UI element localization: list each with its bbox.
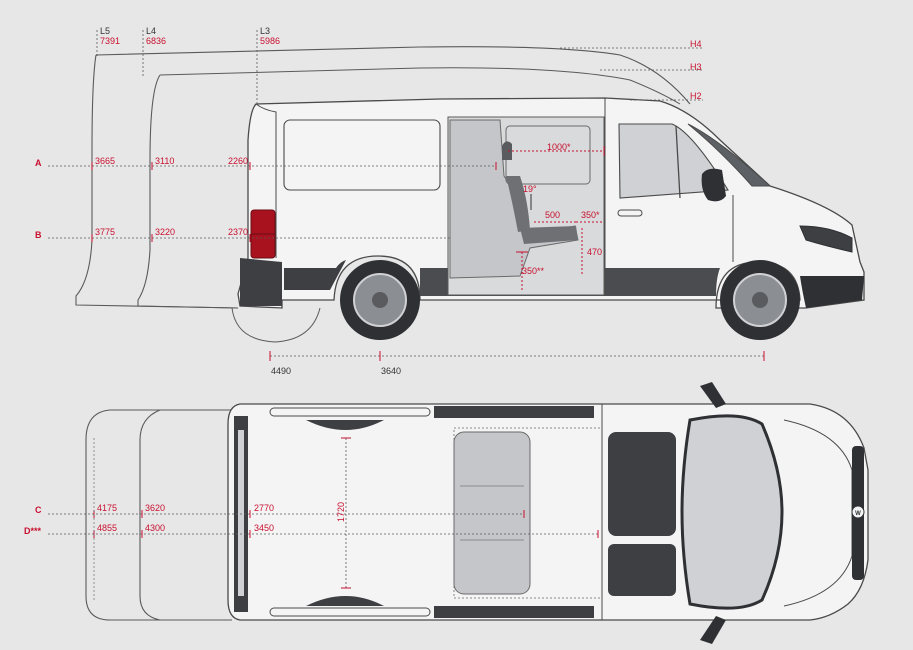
h2-label: H2 xyxy=(690,91,702,101)
side-mirror-icon xyxy=(701,168,726,202)
row-c-value-2: 3620 xyxy=(145,503,166,513)
h3-label: H3 xyxy=(690,62,702,72)
row-a-value-1: 3665 xyxy=(95,156,116,166)
seat-headrest xyxy=(502,141,512,160)
row-d-label: D*** xyxy=(24,526,42,536)
angle-label: 19° xyxy=(523,184,537,194)
wheelbase-value-1: 4490 xyxy=(271,366,292,376)
door-handle xyxy=(617,209,643,217)
windshield-top xyxy=(680,414,784,610)
row-d-value-2: 4300 xyxy=(145,523,166,533)
top-wheel-arch-lower xyxy=(306,596,384,606)
top-rear-glass xyxy=(238,430,244,596)
top-mirror-lower xyxy=(700,616,726,644)
wheel-icon xyxy=(340,260,420,340)
roof-line-h3 xyxy=(159,67,681,105)
row-d-value-3: 3450 xyxy=(254,523,275,533)
row-c-label: C xyxy=(35,505,42,515)
row-a-value-2: 3110 xyxy=(155,156,175,166)
rear-bumper xyxy=(240,258,282,306)
front-wheel-icon xyxy=(720,260,800,340)
l4-value: 6836 xyxy=(146,36,167,46)
l3-value: 5986 xyxy=(260,36,281,46)
top-mirror-upper xyxy=(700,382,726,408)
front-bumper xyxy=(800,276,864,308)
front-window-divider xyxy=(675,125,681,199)
windshield-side xyxy=(687,123,772,187)
width-label: 1720 xyxy=(336,501,347,523)
row-c-value-1: 4175 xyxy=(97,503,118,513)
row-d-value-1: 4855 xyxy=(97,523,118,533)
l4-body-outline xyxy=(137,74,239,309)
row-b-value-3: 2370 xyxy=(228,227,249,237)
wheelbase-value-2: 3640 xyxy=(381,366,402,376)
row-c-value-3: 2770 xyxy=(254,503,275,513)
seat-backrest xyxy=(506,176,530,232)
top-l5-outline xyxy=(85,409,232,621)
top-bench-divider xyxy=(460,485,524,541)
rear-wheel-arch-ext xyxy=(231,307,321,343)
h4-label: H4 xyxy=(690,39,702,49)
l5-body-outline xyxy=(75,54,239,309)
top-rail-lower xyxy=(269,607,431,617)
l4-code: L4 xyxy=(146,26,157,36)
headlight-icon xyxy=(799,225,853,253)
seat-cushion xyxy=(520,226,578,244)
svg-text:W: W xyxy=(855,511,861,517)
seat-width-label: 1000* xyxy=(547,142,571,152)
top-l4-outline xyxy=(139,409,232,621)
seat-gap-label: 350* xyxy=(581,210,600,220)
l5-value: 7391 xyxy=(100,36,121,46)
rear-side-window xyxy=(283,119,441,191)
seat-depth-label: 500 xyxy=(545,210,561,220)
front-door-window xyxy=(618,123,729,199)
row-b-value-2: 3220 xyxy=(155,227,176,237)
top-sill-lower xyxy=(434,606,594,618)
row-b-label: B xyxy=(35,230,42,240)
top-wheel-arch-upper xyxy=(306,420,384,430)
rear-door-outline xyxy=(255,103,277,258)
front-seat-driver xyxy=(608,432,676,536)
floor-label: 350** xyxy=(522,266,545,276)
top-sill-upper xyxy=(434,406,594,418)
row-a-label: A xyxy=(35,158,42,168)
vw-logo-icon: W xyxy=(851,505,865,519)
row-b-value-1: 3775 xyxy=(95,227,116,237)
top-rail-upper xyxy=(269,407,431,417)
l5-code: L5 xyxy=(100,26,111,36)
top-bench-seat xyxy=(453,431,531,595)
row-a-value-3: 2260 xyxy=(228,156,249,166)
front-seat-passenger xyxy=(608,544,676,596)
l3-code: L3 xyxy=(260,26,271,36)
seat-height-label: 470 xyxy=(587,247,603,257)
roof-line-h4 xyxy=(95,46,691,105)
side-lower-panel xyxy=(284,260,346,290)
